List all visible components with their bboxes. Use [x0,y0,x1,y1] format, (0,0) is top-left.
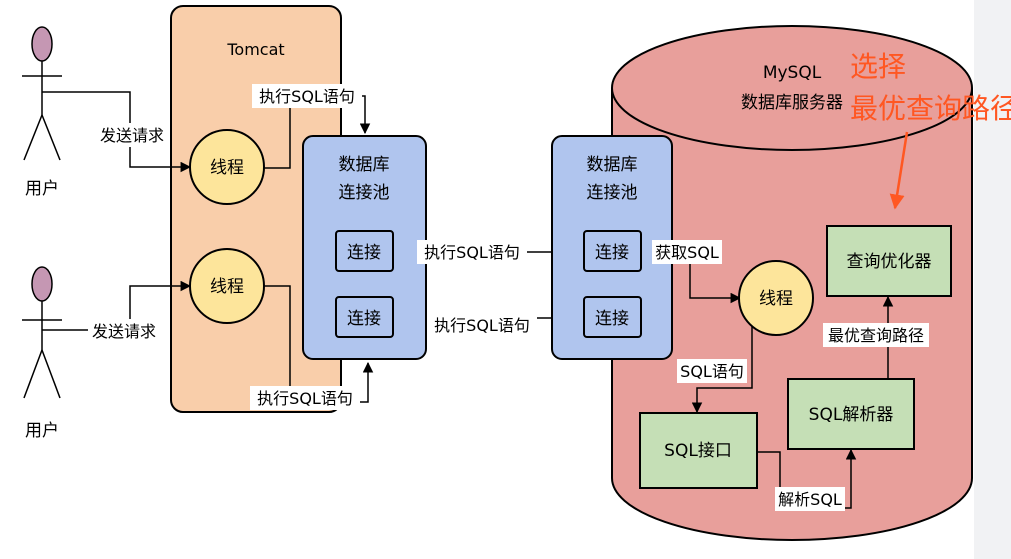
annotation-line1: 选择 [850,50,906,83]
edge-label-get-sql: 获取SQL [655,243,719,262]
mysql-subtitle: 数据库服务器 [741,93,843,113]
connection-label: 连接 [595,243,629,263]
mysql-thread-circle [738,260,814,336]
sql-interface-label: SQL接口 [664,441,732,461]
user-head [31,266,53,302]
annotation-arrow [889,131,909,210]
edge-label-exec-sql: 执行SQL语句 [434,316,530,335]
edge-label-parse-sql: 解析SQL [778,490,842,509]
thread-circle [189,129,265,205]
edge-label-exec-sql: 执行SQL语句 [259,87,355,106]
user-actor-1 [22,26,62,161]
annotation-line2: 最优查询路径 [850,92,1011,125]
edge-label-send-request: 发送请求 [92,322,156,341]
connection-box [335,230,394,272]
user-actor-2 [22,266,62,399]
connection-label: 连接 [595,309,629,329]
pool-subtitle: 连接池 [587,183,638,203]
edge-label-sql-statement: SQL语句 [680,362,744,381]
pool-subtitle: 连接池 [339,183,390,203]
user-head [31,26,53,62]
sql-parser-box [787,378,915,450]
connection-box [583,296,642,338]
connection-box [335,296,394,338]
thread-label: 线程 [210,158,244,178]
user-label: 用户 [25,179,59,199]
user-label: 用户 [25,421,59,441]
connection-label: 连接 [347,309,381,329]
thread-label: 线程 [759,289,793,309]
query-optimizer-label: 查询优化器 [847,252,932,272]
arrow-user2-thread [42,280,192,331]
arrow-thread-interface [691,318,753,414]
thread-circle [189,248,265,324]
pool-title: 数据库 [339,155,390,175]
query-optimizer-box [826,225,952,297]
thread-label: 线程 [210,277,244,297]
edge-label-exec-sql: 执行SQL语句 [257,389,353,408]
right-scroll-panel [974,0,1011,559]
connection-label: 连接 [347,243,381,263]
mysql-title: MySQL [763,63,822,83]
pool-title: 数据库 [587,155,638,175]
edge-label-send-request: 发送请求 [100,126,164,145]
sql-interface-box [639,412,758,489]
tomcat-title: Tomcat [226,40,284,59]
connection-box [583,230,642,272]
mysql-cylinder-top [611,25,973,151]
edge-label-optimal-path: 最优查询路径 [828,326,924,345]
sql-parser-label: SQL解析器 [809,405,894,425]
edge-label-exec-sql: 执行SQL语句 [424,243,520,262]
